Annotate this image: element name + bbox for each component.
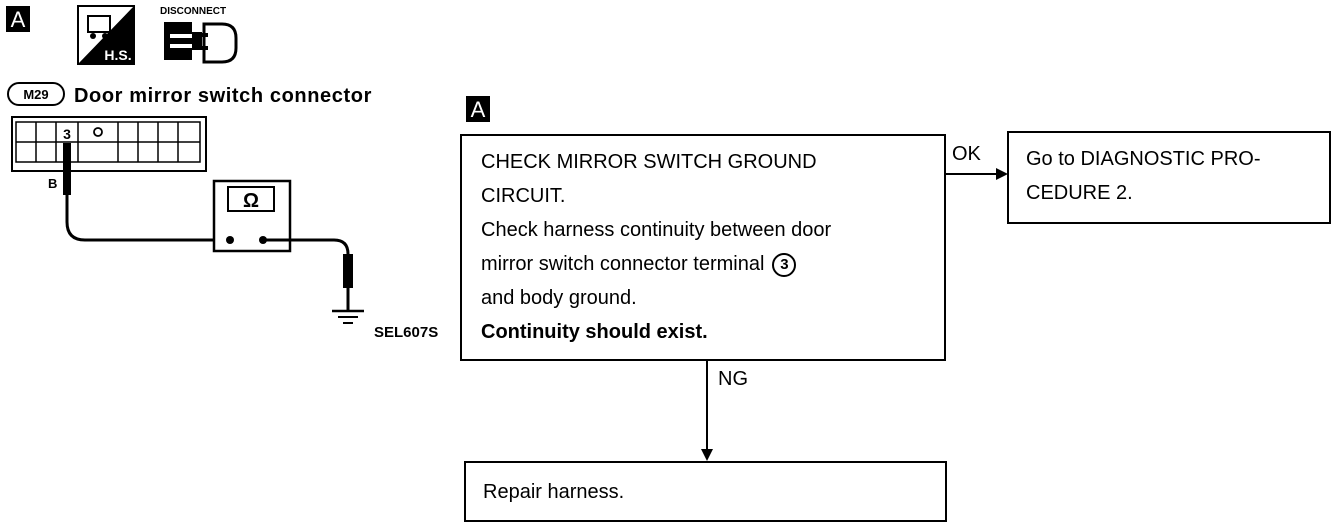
ground-symbol	[332, 309, 364, 324]
check-title-line2: CIRCUIT.	[481, 185, 566, 207]
connector-code: M29	[23, 87, 48, 102]
section-letter-left: A	[11, 7, 26, 32]
terminal-ref-circle: 3	[772, 253, 797, 277]
check-instruction-line1: Check harness continuity between door	[481, 219, 832, 241]
ng-box-text: Repair harness.	[483, 475, 933, 509]
ground-lead	[263, 238, 353, 310]
check-box	[460, 134, 946, 361]
wire-color-label: B	[48, 176, 57, 191]
ok-arrow	[945, 168, 1008, 180]
ok-box-line1: Go to DIAGNOSTIC PRO-	[1026, 148, 1261, 170]
ng-arrow	[701, 360, 713, 461]
disconnect-label: DISCONNECT	[160, 6, 226, 17]
terminal-probe	[63, 143, 228, 242]
check-expected-result: Continuity should exist.	[481, 321, 708, 343]
section-letter-right: A	[471, 97, 486, 122]
ok-box-line2: CEDURE 2.	[1026, 182, 1133, 204]
check-instruction-line2: mirror switch connector terminal 3	[481, 247, 941, 281]
ng-label: NG	[718, 368, 748, 390]
ng-box	[464, 461, 947, 522]
ok-label: OK	[952, 143, 982, 165]
check-instruction-line3: and body ground.	[481, 287, 637, 309]
ok-box-text: Go to DIAGNOSTIC PRO- CEDURE 2.	[1026, 142, 1326, 210]
ok-box	[1007, 131, 1331, 224]
hs-icon: H.S.	[77, 5, 135, 65]
figure-code: SEL607S	[374, 324, 438, 341]
terminal-number: 3	[63, 126, 71, 142]
connector-grid: 3	[11, 116, 207, 172]
connector-title: Door mirror switch connector	[74, 85, 372, 107]
section-letter-badge-right: A	[466, 96, 490, 122]
ohm-symbol: Ω	[243, 190, 259, 212]
hs-label: H.S.	[104, 47, 131, 63]
check-title-line1: CHECK MIRROR SWITCH GROUND	[481, 151, 817, 173]
section-letter-badge-left: A	[6, 6, 30, 32]
disconnect-icon: DISCONNECT	[160, 6, 238, 64]
check-box-text: CHECK MIRROR SWITCH GROUND CIRCUIT. Chec…	[481, 145, 941, 349]
ng-box-line1: Repair harness.	[483, 481, 625, 503]
connector-code-badge: M29	[7, 82, 65, 106]
check-instruction-line2-text: mirror switch connector terminal	[481, 253, 765, 275]
